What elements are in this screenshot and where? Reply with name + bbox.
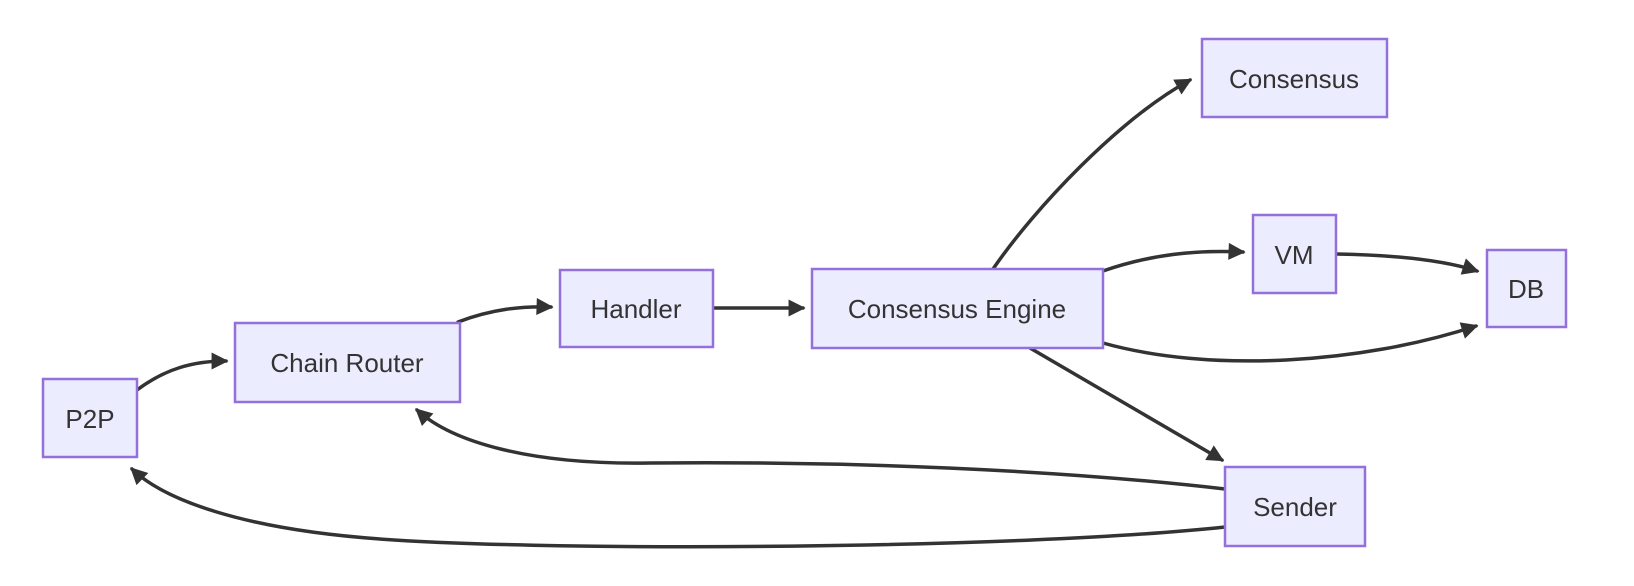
node-chain-router: Chain Router [233, 321, 462, 404]
node-consensus-box [1200, 37, 1389, 119]
node-db-label: DB [1508, 274, 1544, 304]
edge-consensus-engine-to-sender [1028, 346, 1225, 462]
node-consensus: Consensus [1200, 37, 1389, 119]
node-consensus-engine-label: Consensus Engine [848, 294, 1066, 324]
node-sender-label: Sender [1253, 492, 1337, 522]
edge-consensus-engine-to-vm [1101, 242, 1246, 273]
node-sender: Sender [1223, 465, 1367, 548]
node-db: DB [1485, 248, 1568, 329]
node-vm-label: VM [1275, 240, 1314, 270]
edge-layer [130, 78, 1480, 549]
node-consensus-engine-box [810, 267, 1105, 350]
node-handler-label: Handler [590, 294, 681, 324]
node-handler-box [558, 268, 715, 349]
node-p2p: P2P [41, 377, 139, 459]
edge-vm-to-db [1334, 252, 1480, 275]
edge-p2p-to-chain-router [135, 352, 229, 392]
node-vm: VM [1251, 213, 1338, 295]
node-chain-router-label: Chain Router [270, 348, 424, 378]
edge-sender-to-chain-router [415, 408, 1227, 491]
node-handler: Handler [558, 268, 715, 349]
edge-chain-router-to-handler [456, 298, 554, 324]
node-db-box [1485, 248, 1568, 329]
edge-consensus-engine-to-db [1101, 322, 1479, 363]
node-sender-box [1223, 465, 1367, 548]
node-consensus-engine: Consensus Engine [810, 267, 1105, 350]
node-vm-box [1251, 213, 1338, 295]
node-chain-router-box [233, 321, 462, 404]
node-consensus-label: Consensus [1229, 64, 1359, 94]
node-p2p-box [41, 377, 139, 459]
edge-sender-to-p2p [130, 467, 1227, 549]
edge-consensus-engine-to-consensus [991, 78, 1193, 271]
node-p2p-label: P2P [65, 404, 114, 434]
